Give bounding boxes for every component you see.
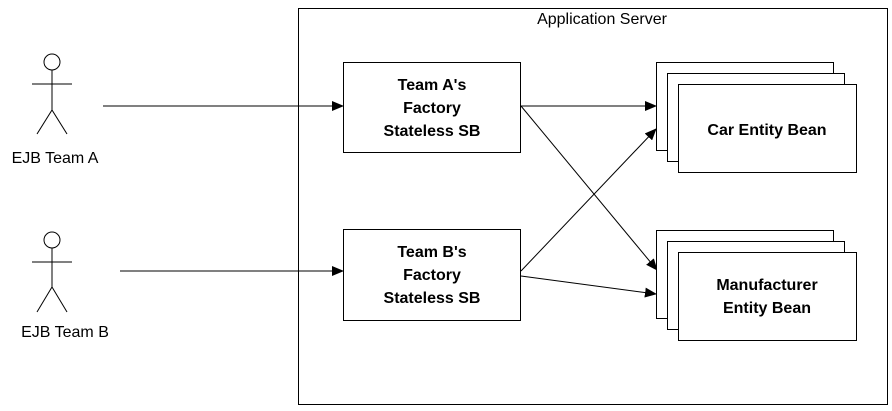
arrow-factory-b-to-car bbox=[520, 128, 657, 272]
application-server-container: Application Server bbox=[298, 8, 888, 405]
bean-label-line: Stateless SB bbox=[384, 123, 481, 140]
bean-label-line: Car Entity Bean bbox=[707, 122, 826, 139]
actor-label: EJB Team B bbox=[21, 324, 109, 341]
actor-team-a: EJB Team A bbox=[12, 53, 99, 167]
entity-bean-car: Car Entity Bean bbox=[656, 62, 857, 173]
bean-label-line: Entity Bean bbox=[723, 300, 811, 317]
entity-bean-manufacturer: Manufacturer Entity Bean bbox=[656, 230, 857, 341]
stick-figure-icon bbox=[32, 53, 72, 135]
bean-label-line: Team B's bbox=[397, 244, 466, 261]
bean-label-line: Factory bbox=[403, 100, 461, 117]
session-bean-team-b: Team B's Factory Stateless SB bbox=[343, 229, 521, 321]
bean-label-line: Stateless SB bbox=[384, 290, 481, 307]
arrow-factory-a-to-manufacturer bbox=[520, 105, 658, 271]
session-bean-team-a: Team A's Factory Stateless SB bbox=[343, 62, 521, 153]
bean-label-line: Manufacturer bbox=[716, 277, 817, 294]
arrow-factory-b-to-manufacturer bbox=[520, 275, 657, 298]
bean-label-line: Team A's bbox=[398, 77, 467, 94]
stick-figure-icon bbox=[32, 231, 72, 313]
bean-label-line: Factory bbox=[403, 267, 461, 284]
actor-label: EJB Team A bbox=[12, 150, 99, 167]
actor-team-b: EJB Team B bbox=[21, 231, 109, 341]
application-server-label: Application Server bbox=[537, 11, 668, 28]
